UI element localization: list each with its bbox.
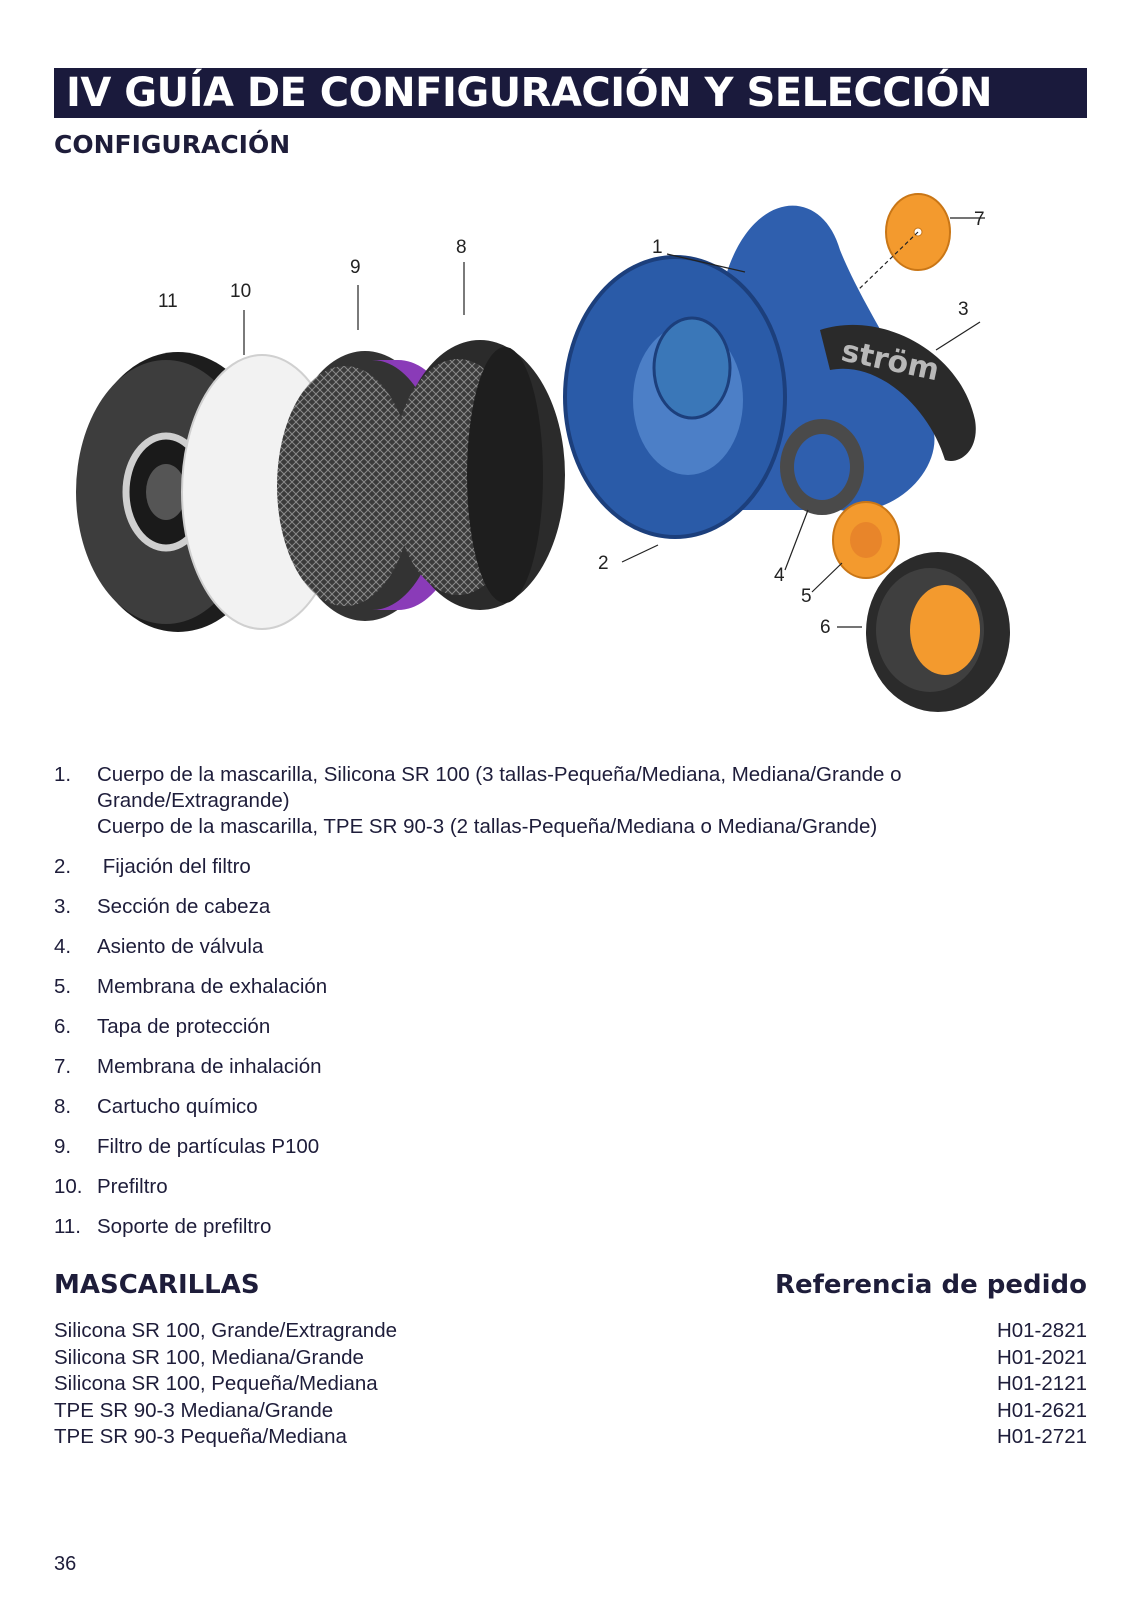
part-item: 6. Tapa de protección — [54, 1014, 1094, 1040]
part-description: Cartucho químico — [97, 1095, 258, 1118]
mask-row: TPE SR 90-3 Pequeña/Mediana H01-2721 — [54, 1424, 1087, 1451]
part-item: 1. Cuerpo de la mascarilla, Silicona SR … — [54, 762, 1094, 840]
mask-row: Silicona SR 100, Pequeña/Mediana H01-212… — [54, 1371, 1087, 1398]
part-item: 5. Membrana de exhalación — [54, 974, 1094, 1000]
exploded-respirator-diagram: ström 1 2 3 4 5 6 7 8 9 — [76, 193, 1010, 712]
part-description: Cuerpo de la mascarilla, TPE SR 90-3 (2 … — [97, 815, 878, 838]
callout-1: 1 — [652, 237, 663, 258]
callout-3: 3 — [958, 299, 969, 320]
callout-8: 8 — [456, 237, 467, 258]
part-item: 7. Membrana de inhalación — [54, 1054, 1094, 1080]
mask-name: TPE SR 90-3 Pequeña/Mediana — [54, 1425, 347, 1448]
part-item: 2. Fijación del filtro — [54, 854, 1094, 880]
part-description: Cuerpo de la mascarilla, Silicona SR 100… — [97, 763, 902, 786]
part-number: 8. — [54, 1095, 72, 1118]
part-description: Sección de cabeza — [97, 895, 271, 918]
callout-2: 2 — [598, 553, 609, 574]
masks-heading: MASCARILLAS — [54, 1270, 260, 1300]
part-number: 3. — [54, 895, 72, 918]
section-subtitle: CONFIGURACIÓN — [54, 130, 291, 159]
callout-leaders — [243, 217, 985, 628]
gas-cartridge-part — [392, 340, 565, 610]
order-reference: H01-2121 — [996, 1372, 1087, 1395]
part-description: Tapa de protección — [97, 1015, 271, 1038]
part-item: 9. Filtro de partículas P100 — [54, 1134, 1094, 1160]
page-title: IV GUÍA DE CONFIGURACIÓN Y SELECCIÓN — [54, 68, 1087, 118]
part-description: Filtro de partículas P100 — [97, 1135, 320, 1158]
part-number: 7. — [54, 1055, 72, 1078]
part-number: 11. — [54, 1215, 81, 1238]
callout-11: 11 — [158, 291, 178, 312]
callout-5: 5 — [801, 586, 812, 607]
part-item: 10. Prefiltro — [54, 1174, 1094, 1200]
part-number: 10. — [54, 1175, 83, 1198]
callout-10: 10 — [230, 281, 251, 302]
part-description: Prefiltro — [97, 1175, 168, 1198]
page-number: 36 — [54, 1553, 77, 1575]
mask-name: Silicona SR 100, Pequeña/Mediana — [54, 1372, 378, 1395]
mask-row: Silicona SR 100, Mediana/Grande H01-2021 — [54, 1345, 1087, 1372]
part-item: 8. Cartucho químico — [54, 1094, 1094, 1120]
part-description: Soporte de prefiltro — [97, 1215, 272, 1238]
part-item: 11. Soporte de prefiltro — [54, 1214, 1094, 1240]
masks-table: Silicona SR 100, Grande/Extragrande H01-… — [54, 1318, 1087, 1451]
callout-6: 6 — [820, 617, 831, 638]
part-description: Asiento de válvula — [97, 935, 264, 958]
masks-header: MASCARILLAS Referencia de pedido — [54, 1270, 1087, 1300]
part-description: Membrana de inhalación — [97, 1055, 322, 1078]
parts-list: 1. Cuerpo de la mascarilla, Silicona SR … — [54, 762, 1094, 1254]
part-item: 4. Asiento de válvula — [54, 934, 1094, 960]
part-number: 6. — [54, 1015, 72, 1038]
part-item: 3. Sección de cabeza — [54, 894, 1094, 920]
order-reference: H01-2821 — [996, 1319, 1087, 1342]
mask-name: Silicona SR 100, Grande/Extragrande — [54, 1319, 398, 1342]
part-number: 5. — [54, 975, 72, 998]
mask-row: Silicona SR 100, Grande/Extragrande H01-… — [54, 1318, 1087, 1345]
order-reference-heading: Referencia de pedido — [774, 1270, 1087, 1300]
mask-body-part: ström — [563, 205, 976, 539]
callout-7: 7 — [974, 209, 985, 230]
callout-4: 4 — [774, 565, 785, 586]
mask-name: Silicona SR 100, Mediana/Grande — [54, 1345, 364, 1369]
mask-row: TPE SR 90-3 Mediana/Grande H01-2621 — [54, 1398, 1087, 1425]
part-description: Fijación del filtro — [97, 855, 251, 878]
order-reference: H01-2021 — [996, 1345, 1087, 1369]
part-number: 4. — [54, 935, 72, 958]
order-reference: H01-2721 — [996, 1425, 1087, 1448]
part-number: 1. — [54, 763, 72, 786]
part-number: 9. — [54, 1135, 72, 1158]
exhalation-membrane-part — [832, 501, 900, 579]
order-reference: H01-2621 — [996, 1398, 1087, 1422]
part-number: 2. — [54, 855, 72, 878]
callout-9: 9 — [350, 257, 361, 278]
part-description: Membrana de exhalación — [97, 975, 328, 998]
part-description: Grande/Extragrande) — [97, 789, 290, 812]
protection-cap-part — [866, 552, 1010, 712]
mask-name: TPE SR 90-3 Mediana/Grande — [54, 1398, 334, 1422]
